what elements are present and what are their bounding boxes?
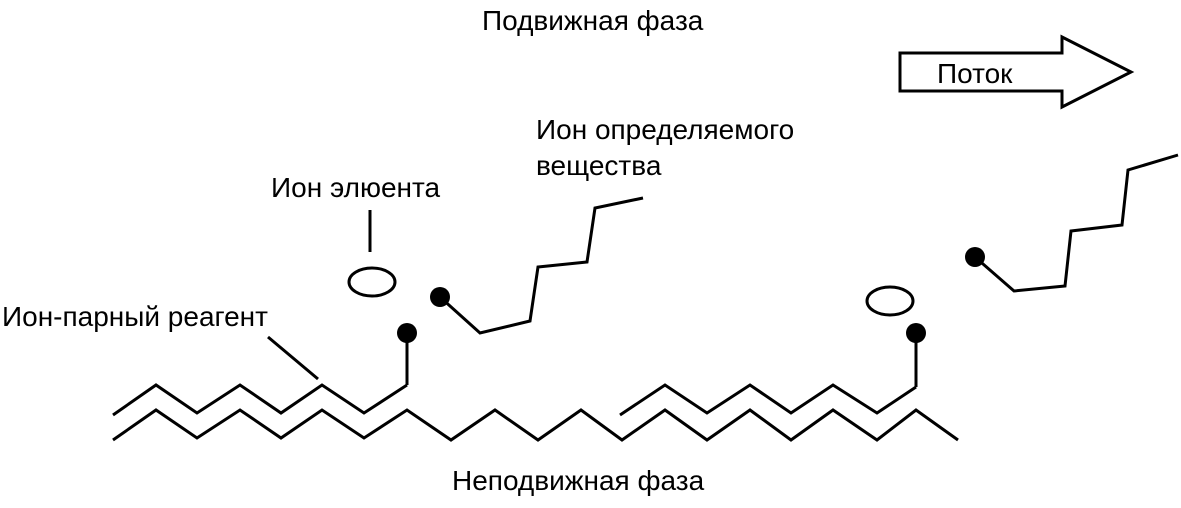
- analyte-ion-tail-right: [974, 153, 1179, 293]
- flow-arrow: [898, 34, 1135, 110]
- stationary-phase-left-upper-strand: [112, 383, 408, 417]
- analyte-ion-tail-left: [438, 196, 644, 335]
- stationary-phase-right-upper-strand: [619, 383, 917, 417]
- ion-pair-reagent-label: Ион-парный реагент: [2, 301, 268, 332]
- mobile-phase-label: Подвижная фаза: [482, 5, 704, 36]
- eluent-ion-label: Ион элюента: [271, 172, 440, 203]
- ion-pair-reagent-head-left: [397, 323, 417, 343]
- stationary-phase-main-chain: [112, 408, 959, 442]
- analyte-ion-label-line2: вещества: [536, 150, 662, 181]
- eluent-ion-left: [347, 266, 397, 298]
- ion-pair-reagent-leader-line: [267, 335, 319, 381]
- analyte-ion-label-line1: Ион определяемого: [536, 114, 794, 145]
- flow-arrow-label: Поток: [937, 58, 1013, 89]
- stationary-phase-label: Неподвижная фаза: [452, 465, 705, 496]
- eluent-ion-right: [865, 285, 915, 317]
- ion-pair-reagent-head-right: [906, 323, 926, 343]
